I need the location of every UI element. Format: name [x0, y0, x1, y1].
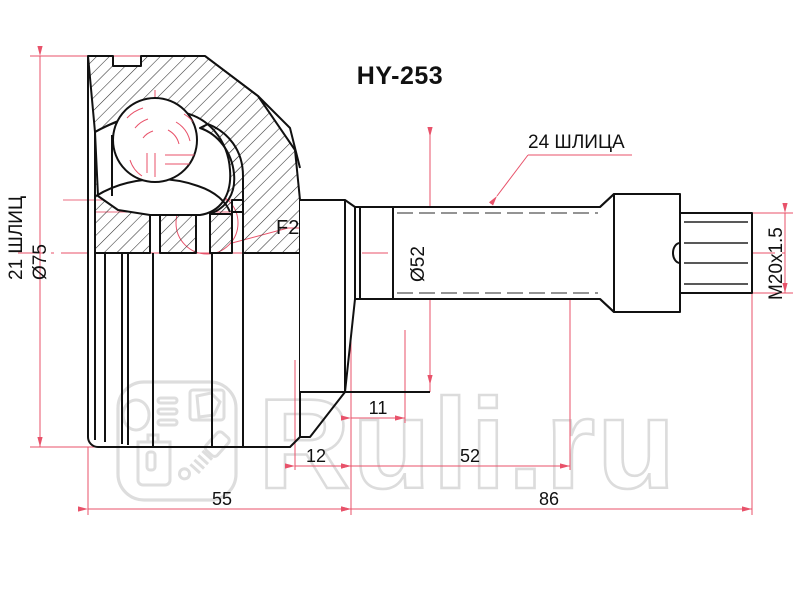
watermark-text: Ruli.ru: [258, 373, 677, 516]
dim-label-52: 52: [460, 446, 480, 466]
thread-relief-groove: [672, 242, 681, 264]
dim-label-55: 55: [212, 489, 232, 509]
ball-bearing: [112, 97, 198, 183]
bell-outline-bottom-left-radius: [87, 436, 150, 448]
shock-absorber-icon: [178, 430, 231, 481]
shaft-neck-right-edge: [355, 206, 361, 300]
bell-outer-slope: [257, 95, 301, 169]
watermark-logo-icons: [121, 388, 231, 487]
bell-taper-lower: [300, 391, 430, 438]
dim-label-86: 86: [539, 489, 559, 509]
label-shaft-diameter: Ø52: [408, 246, 429, 282]
label-left-diameter: Ø75: [30, 244, 51, 280]
part-geometry: [87, 55, 753, 448]
label-detail-f2: F2: [276, 217, 299, 239]
dim-label-11: 11: [369, 398, 388, 418]
label-layer: HY-253 21 ШЛИЦ Ø75 24 ШЛИЦА Ø52 M20x1.5 …: [6, 62, 787, 509]
drawing-title: HY-253: [357, 62, 443, 90]
cv-race-wall: [199, 123, 244, 215]
shaft-collar: [613, 193, 681, 313]
label-inner-spline: 24 ШЛИЦА: [528, 132, 625, 153]
watermark-logo: [116, 380, 238, 502]
shaft-neck: [300, 199, 356, 393]
thread-body: [679, 212, 753, 294]
barrel-chamfer-br: [599, 298, 615, 313]
leader-24-spline: [488, 154, 529, 206]
headlamp-icon: [121, 398, 151, 432]
label-left-spline: 21 ШЛИЦ: [6, 196, 27, 280]
race-curve-bottom: [95, 178, 231, 213]
barrel-chamfer-tr: [599, 193, 615, 208]
thread-root-lines: [684, 221, 748, 285]
bell-chamfer-top: [204, 55, 259, 97]
dim-label-12: 12: [306, 446, 326, 466]
oil-can-icon: [136, 440, 172, 487]
label-thread: M20x1.5: [766, 227, 787, 300]
watermark: Ruli.ru: [116, 372, 677, 517]
barrel-spline-roots: [397, 212, 598, 294]
battery-icon: [156, 396, 179, 405]
